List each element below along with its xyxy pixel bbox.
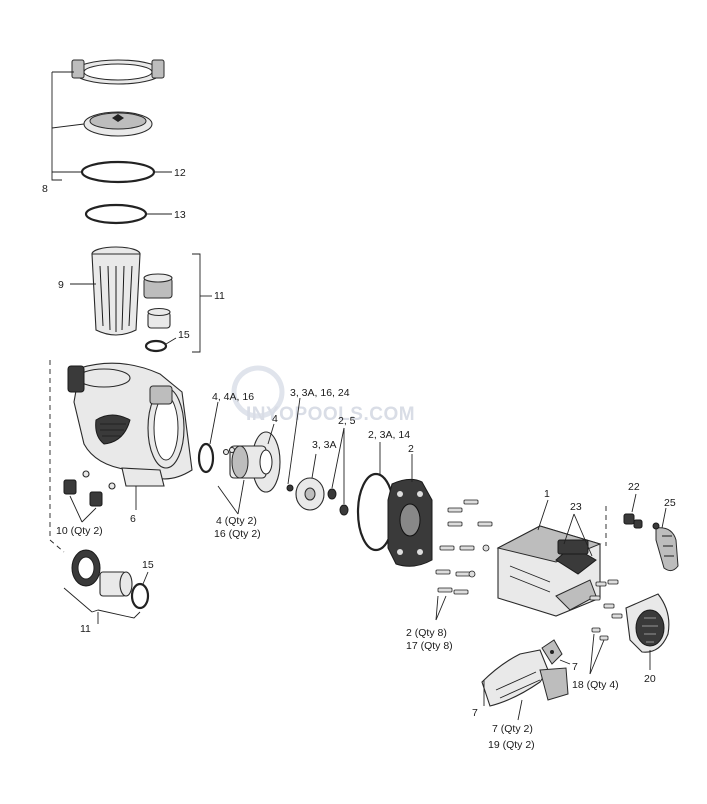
callout-11-top: 11 [214, 290, 225, 302]
impeller-part [295, 477, 325, 511]
callout-8: 8 [42, 183, 48, 195]
callout-20: 20 [644, 673, 656, 685]
lock-ring-part [71, 59, 165, 85]
pump-housing-part [67, 362, 193, 487]
callout-1: 1 [544, 488, 550, 500]
watermark-text: INYOPOOLS.COM [246, 404, 415, 425]
callout-4-qty: 4 (Qty 2) [216, 515, 257, 527]
callout-7-qty: 7 (Qty 2) [492, 723, 533, 735]
callout-2-3a-14: 2, 3A, 14 [368, 429, 410, 441]
alignment-dash-left [49, 360, 65, 553]
watermark: INYOPOOLS.COM [231, 365, 415, 425]
o-ring-15-bottom-part [130, 582, 150, 610]
cord-grip-part [623, 513, 643, 529]
o-ring-15-top-part [144, 339, 168, 353]
gasket-part [197, 442, 215, 474]
callout-15-bottom: 15 [142, 559, 154, 571]
callout-2-5: 2, 5 [338, 415, 356, 427]
bolt-set-part [435, 499, 493, 595]
drain-plug-left-part [63, 479, 77, 495]
union-nut-top-part [143, 273, 173, 299]
motor-foot-small-part [541, 639, 563, 665]
callout-2-qty: 2 (Qty 8) [406, 627, 447, 639]
callout-25: 25 [664, 497, 676, 509]
callout-17-qty: 17 (Qty 8) [406, 640, 453, 652]
callout-19-qty: 19 (Qty 2) [488, 739, 535, 751]
callout-12: 12 [174, 167, 186, 179]
callout-9: 9 [58, 279, 64, 291]
bracket-8 [51, 72, 62, 181]
callout-4: 4 [272, 413, 278, 425]
union-nut-bottom-part [71, 549, 101, 587]
motor-adapter-part [387, 478, 433, 567]
o-ring-13-part [84, 203, 148, 225]
callout-2: 2 [408, 443, 414, 455]
callout-18-qty: 18 (Qty 4) [572, 679, 619, 691]
callout-3-3a: 3, 3A [312, 439, 337, 451]
union-tail-top-part [147, 307, 171, 329]
bracket-11-top [192, 253, 201, 353]
callout-10: 10 (Qty 2) [56, 525, 103, 537]
callout-7-right: 7 [572, 661, 578, 673]
o-ring-12-part [80, 160, 156, 184]
callout-6: 6 [130, 513, 136, 525]
seal-washer-b-part [339, 504, 349, 516]
callout-15-top: 15 [178, 329, 190, 341]
strainer-basket-part [91, 246, 141, 336]
fan-cover-part [625, 593, 670, 653]
callout-3-3a-16-24: 3, 3A, 16, 24 [290, 387, 350, 399]
motor-part [496, 525, 602, 617]
motor-base-part [481, 649, 569, 707]
union-tail-bottom-part [99, 571, 133, 597]
callout-11-bottom: 11 [80, 623, 91, 635]
callout-16-qty: 16 (Qty 2) [214, 528, 261, 540]
seal-plate-part [229, 431, 281, 493]
lid-part [83, 111, 153, 137]
callout-4-4a-16: 4, 4A, 16 [212, 391, 254, 403]
cover-clip-part [652, 522, 679, 572]
callout-22: 22 [628, 481, 640, 493]
callout-13: 13 [174, 209, 186, 221]
drain-plug-right-part [89, 491, 103, 507]
screws-18-part [589, 579, 623, 641]
callout-7-left: 7 [472, 707, 478, 719]
callout-23: 23 [570, 501, 582, 513]
seal-washer-a-part [327, 488, 337, 500]
